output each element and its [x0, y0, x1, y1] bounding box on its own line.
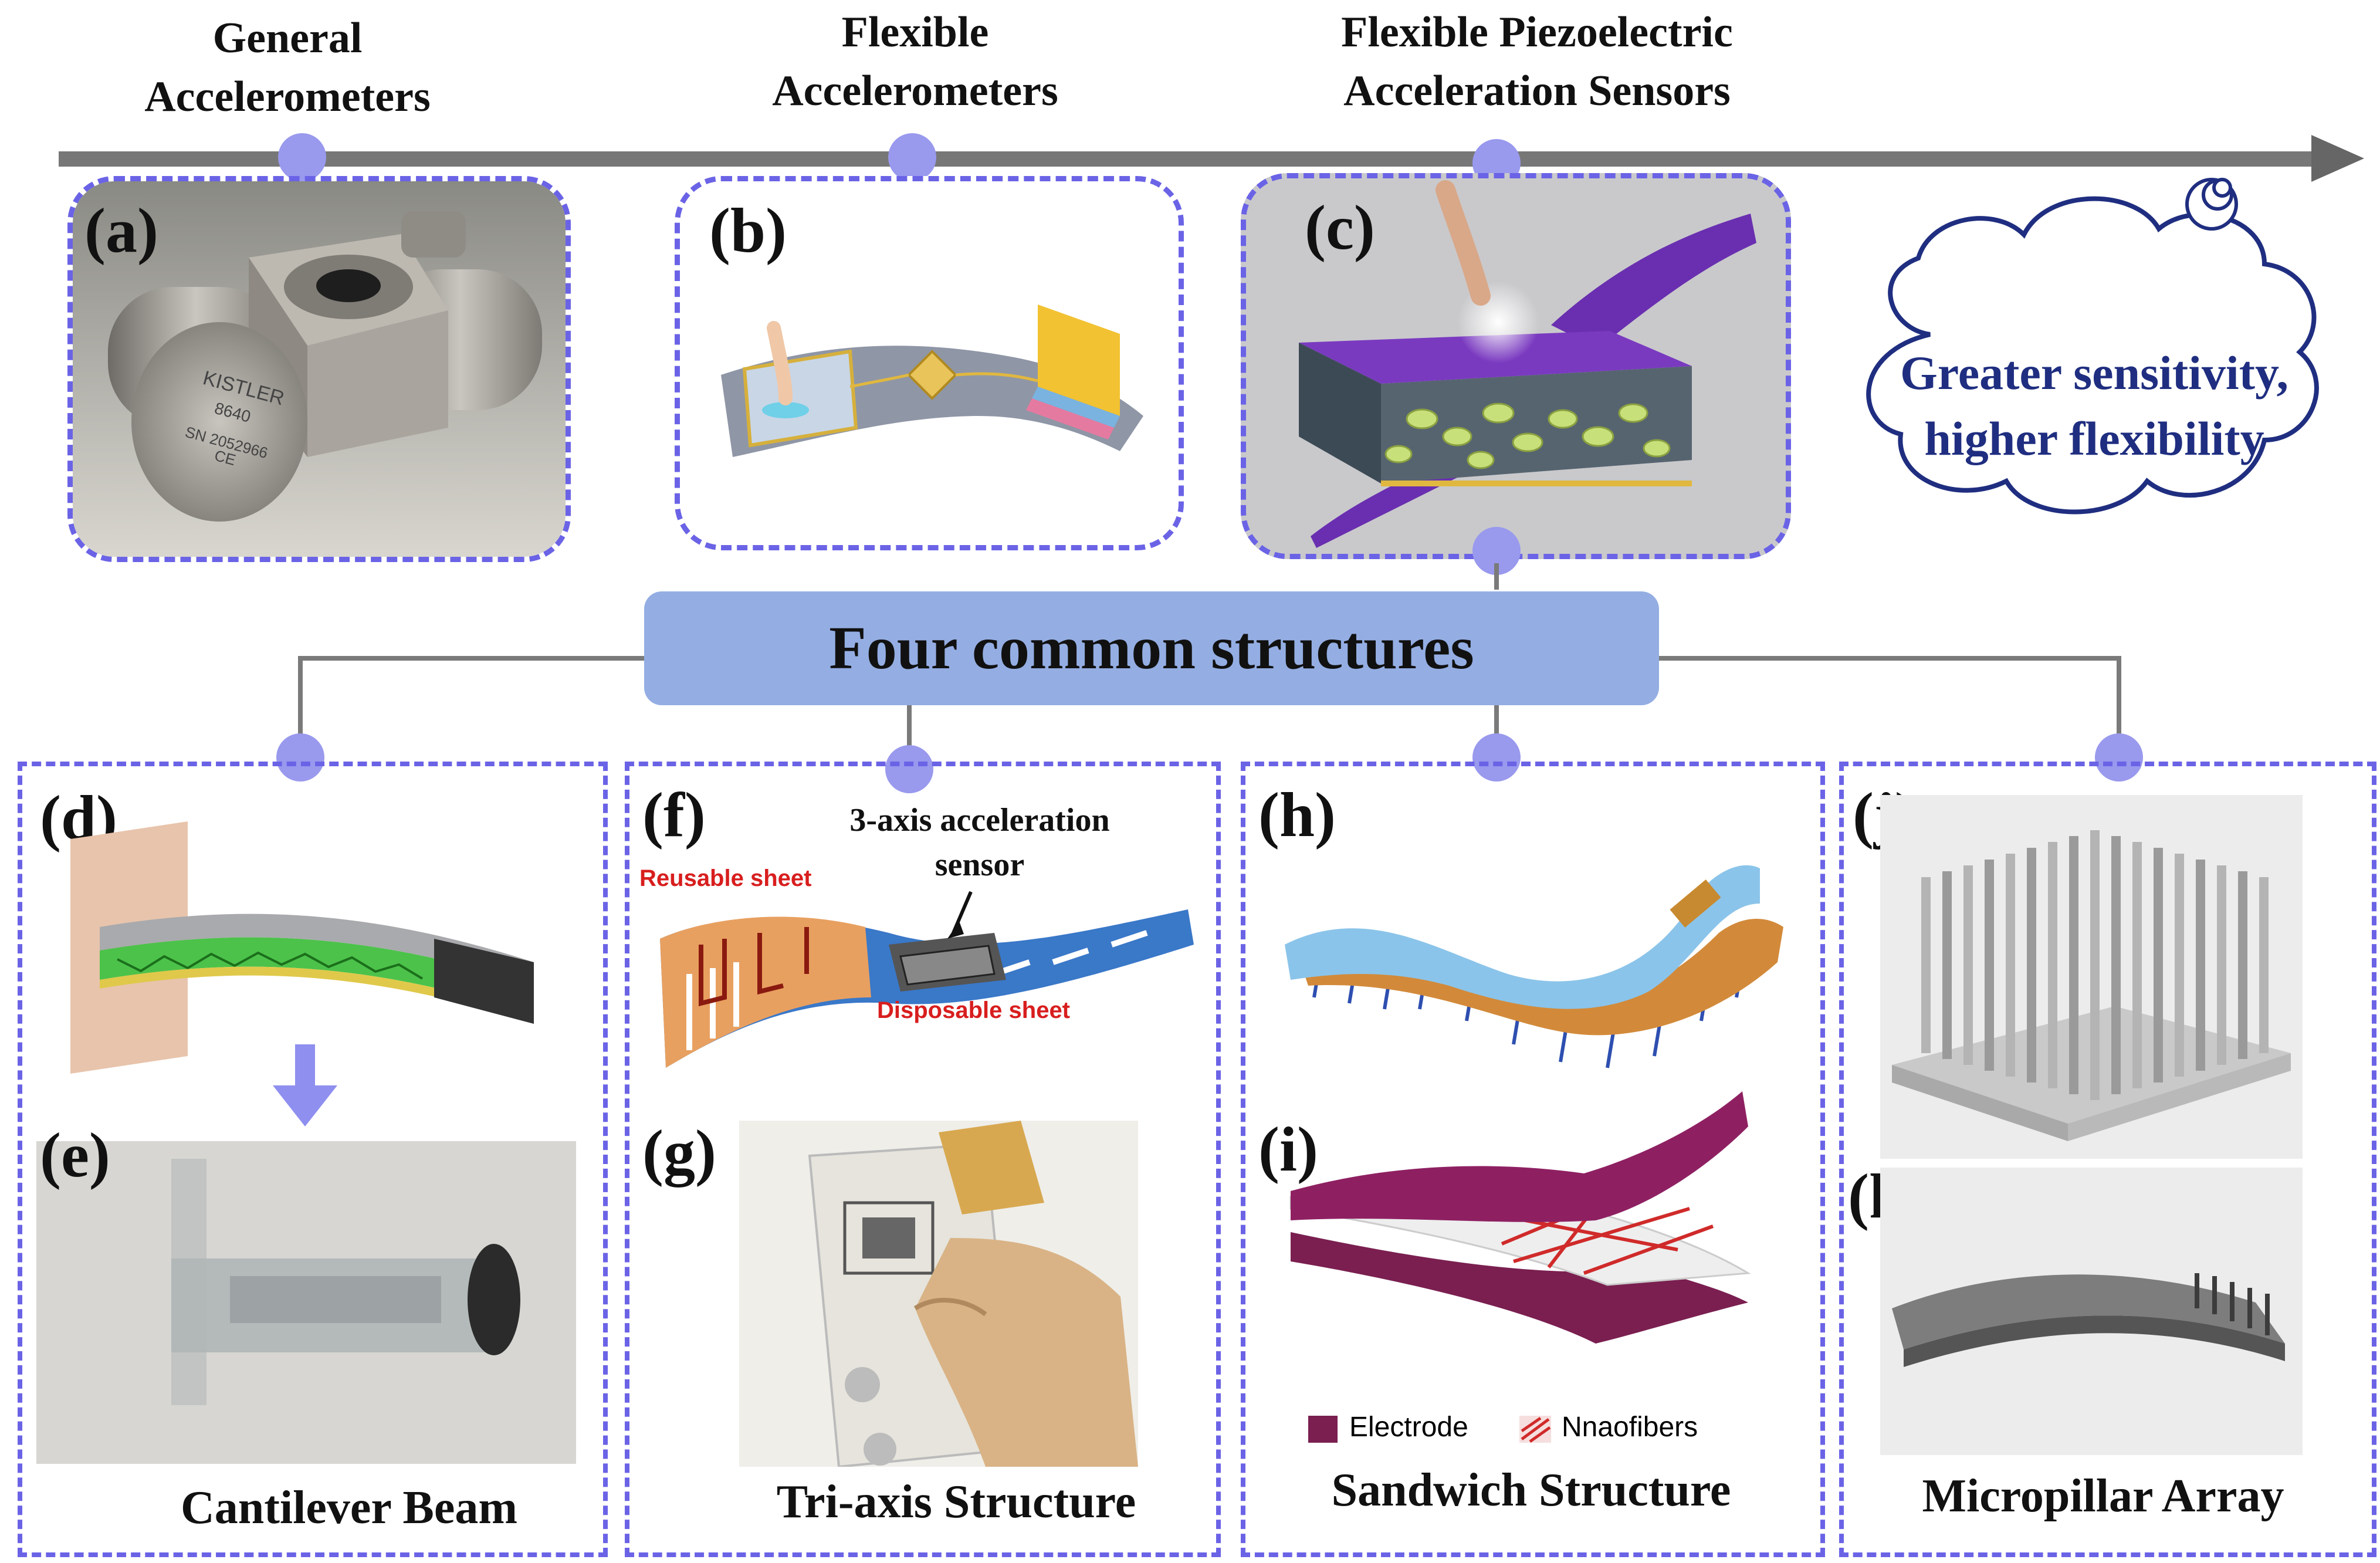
micropillar	[2069, 836, 2078, 1012]
micropillar	[1985, 860, 1994, 1036]
accelerometer-photo: KISTLER 8640 SN 2052966 CE	[73, 181, 566, 557]
down-arrow-icon	[273, 1044, 337, 1126]
micropillar	[2132, 842, 2142, 1018]
sandwich-illustration-h	[1285, 865, 1783, 1068]
column-cantilever-box	[18, 762, 608, 1557]
electrode-swatch-icon	[1308, 1416, 1338, 1443]
stage-title-piezoelectric: Flexible Piezoelectric Acceleration Sens…	[1341, 8, 1733, 115]
pillar-grid	[1921, 830, 2269, 1100]
flexible-accelerometer-illustration	[721, 305, 1143, 457]
legend-nanofibers-text: Nnaofibers	[1562, 1412, 1698, 1443]
hub-connector-vertical	[1494, 563, 1499, 590]
column-sandwich-box	[1241, 762, 1825, 1557]
panel-label-g: (g)	[642, 1118, 716, 1188]
micropillar	[1921, 877, 1931, 1053]
triaxis-photo	[739, 1121, 1138, 1467]
micropillar	[2027, 848, 2036, 1024]
panel-label-c: (c)	[1305, 193, 1375, 263]
caption-micropillar: Micropillar Array	[1922, 1470, 2284, 1522]
reusable-sheet-label: Reusable sheet	[639, 865, 812, 891]
timeline-dot-general	[278, 133, 326, 181]
structure-dot-triaxis	[885, 745, 933, 793]
hub-box: Four common structures	[644, 591, 1659, 705]
branch-drop-left	[298, 656, 303, 756]
triaxis-illustration: Disposable sheet	[660, 891, 1194, 1068]
micropillar	[2048, 842, 2057, 1018]
structure-dot-cantilever	[276, 733, 324, 781]
cantilever-photo	[36, 1141, 576, 1464]
panel-label-h: (h)	[1258, 780, 1336, 850]
hub-title: Four common structures	[829, 614, 1474, 682]
legend-electrode-text: Electrode	[1349, 1412, 1468, 1443]
caption-cantilever: Cantilever Beam	[181, 1482, 517, 1534]
panel-b-box: (b)	[675, 176, 1184, 550]
micropillar	[1942, 871, 1952, 1047]
micropillar	[2090, 830, 2100, 1006]
caption-sandwich: Sandwich Structure	[1331, 1464, 1731, 1516]
sandwich-illustration-i	[1289, 1091, 1751, 1344]
micropillar	[2259, 877, 2269, 1053]
micropillar	[2111, 836, 2121, 1012]
micropillar	[2154, 848, 2163, 1024]
micropillar	[2217, 865, 2226, 1041]
panel-label-b: (b)	[709, 196, 787, 266]
column-triaxis-box	[625, 762, 1221, 1557]
panel-label-e: (e)	[40, 1121, 110, 1190]
micropillar-photo-k	[1880, 1168, 2303, 1455]
thought-cloud: Greater sensitivity, higher flexibility	[1842, 164, 2347, 552]
micropillar	[2238, 871, 2247, 1047]
structure-dot-micropillar	[2095, 733, 2143, 781]
branch-drop-right	[2117, 656, 2121, 756]
panel-a-box: KISTLER 8640 SN 2052966 CE (a)	[67, 176, 571, 562]
branch-line-right	[1654, 656, 2121, 661]
panel-label-i: (i)	[1258, 1115, 1318, 1185]
structure-dot-sandwich	[1472, 733, 1521, 781]
micropillar	[1963, 865, 1973, 1041]
branch-drop-3	[1494, 704, 1499, 757]
timeline-dot-flexible	[888, 133, 936, 181]
disposable-sheet-label: Disposable sheet	[877, 997, 1070, 1023]
micropillar	[2006, 854, 2015, 1030]
micropillar-photo-j	[1880, 795, 2303, 1159]
branch-drop-2	[907, 704, 912, 757]
caption-triaxis: Tri-axis Structure	[776, 1476, 1136, 1528]
timeline-arrow	[59, 135, 2364, 182]
piezoelectric-sensor-illustration	[1299, 180, 1756, 548]
panel-label-f: (f)	[642, 780, 706, 850]
sensor-label: 3-axis acceleration sensor	[849, 802, 1110, 883]
panel-label-a: (a)	[84, 196, 158, 266]
stage-title-general: General Accelerometers	[144, 14, 431, 121]
stage-title-flexible: Flexible Accelerometers	[772, 8, 1058, 115]
nanofiber-swatch-icon	[1519, 1416, 1551, 1443]
panel-c-box: (c)	[1241, 173, 1791, 559]
cantilever-beam-illustration	[70, 821, 534, 1074]
micropillar	[2196, 860, 2205, 1036]
cloud-text: Greater sensitivity, higher flexibility	[1900, 346, 2288, 465]
branch-line-left	[298, 656, 650, 661]
column-micropillar-box	[1839, 762, 2376, 1557]
micropillar	[2175, 854, 2184, 1030]
